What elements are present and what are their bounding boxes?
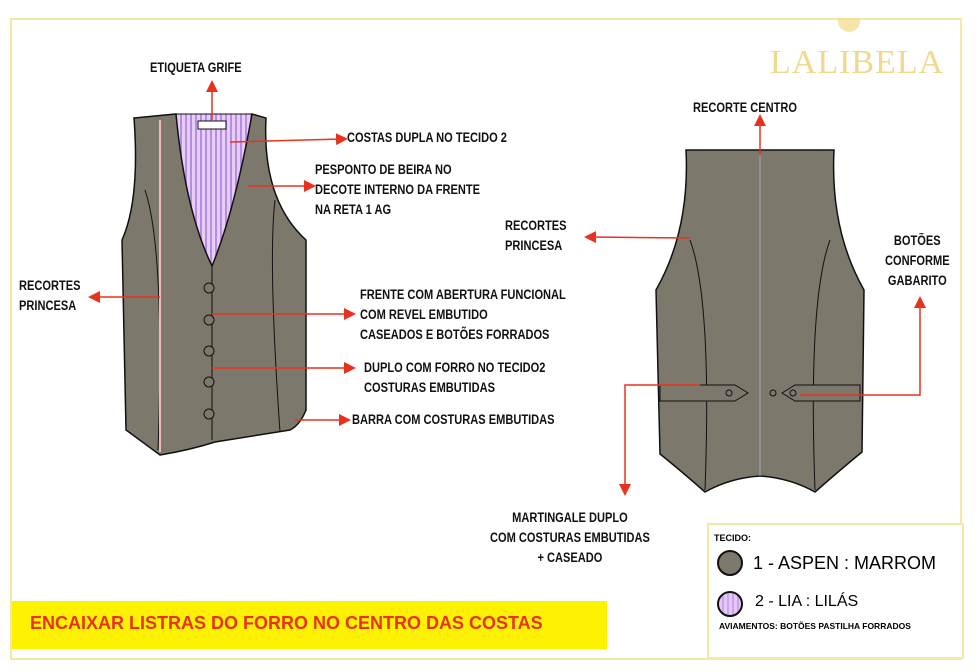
brand-logo: LALIBELA [770, 44, 945, 81]
trims-label: AVIAMENTOS: BOTÕES PASTILHA FORRADOS [719, 621, 911, 631]
front-buttons [203, 282, 215, 420]
fabric2-swatch-icon [717, 591, 743, 617]
banner-text: ENCAIXAR LISTRAS DO FORRO NO CENTRO DAS … [30, 613, 543, 633]
center-seam-note: RECORTE CENTRO [693, 100, 797, 115]
sheet-frame [10, 18, 962, 660]
fabric1-swatch-icon [717, 550, 743, 576]
fabric1-label: 1 - ASPEN : MARROM [753, 553, 937, 573]
fabric-legend: TECIDO: 1 - ASPEN : MARROM 2 - LIA : LIL… [707, 523, 964, 659]
back-double-note: COSTAS DUPLA NO TECIDO 2 [347, 130, 507, 145]
legend-title: TECIDO: [714, 533, 751, 543]
stripe-alignment-banner: ENCAIXAR LISTRAS DO FORRO NO CENTRO DAS … [12, 601, 607, 649]
label-tag-note: ETIQUETA GRIFE [150, 60, 242, 75]
front-vest [121, 113, 307, 456]
logo-crown-icon [838, 18, 860, 32]
callout-arrows [88, 80, 926, 496]
back-vest [655, 149, 865, 493]
fabric2-label: 2 - LIA : LILÁS [755, 593, 859, 610]
hem-note: BARRA COM COSTURAS EMBUTIDAS [352, 412, 555, 427]
